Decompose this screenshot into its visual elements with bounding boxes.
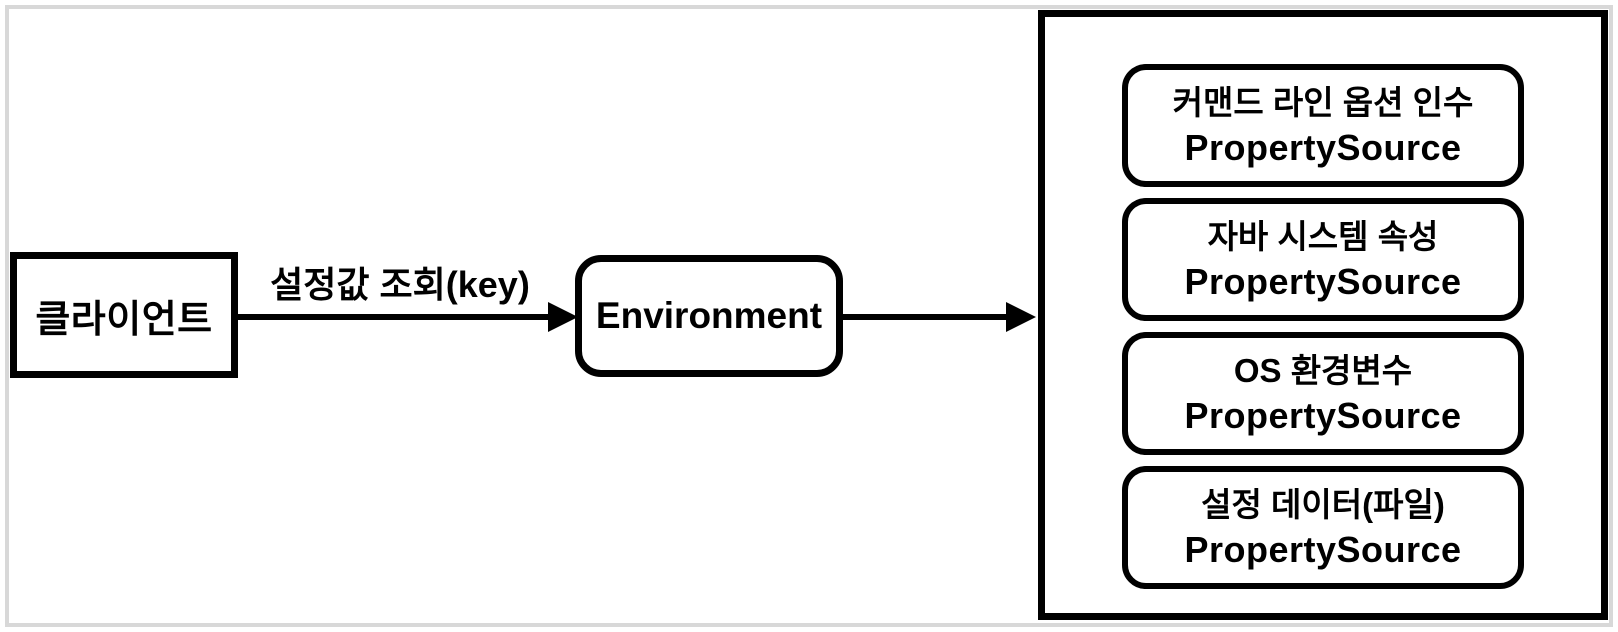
arrow-environment-to-sources-shaft [843,314,1008,320]
property-source-type: PropertySource [1184,261,1462,303]
property-source-command-line: 커맨드 라인 옵션 인수 PropertySource [1122,64,1524,187]
property-source-os-env: OS 환경변수 PropertySource [1122,332,1524,455]
property-source-title: OS 환경변수 [1233,351,1413,389]
property-source-type: PropertySource [1184,395,1462,437]
property-source-java-system: 자바 시스템 속성 PropertySource [1122,198,1524,321]
environment-node-label: Environment [595,295,823,336]
arrow-client-to-environment-head-icon [548,302,578,332]
client-node: 클라이언트 [10,252,238,378]
property-source-type: PropertySource [1184,127,1462,169]
property-source-title: 커맨드 라인 옵션 인수 [1172,83,1474,121]
property-source-config-data: 설정 데이터(파일) PropertySource [1122,466,1524,589]
environment-node: Environment [575,255,843,377]
property-source-title: 설정 데이터(파일) [1201,485,1445,523]
arrow-environment-to-sources-head-icon [1006,302,1036,332]
query-arrow-label: 설정값 조회(key) [270,264,530,305]
property-source-type: PropertySource [1184,529,1462,571]
property-source-title: 자바 시스템 속성 [1207,217,1439,255]
arrow-client-to-environment-shaft [238,314,550,320]
client-node-label: 클라이언트 [35,298,213,341]
property-sources-container: 커맨드 라인 옵션 인수 PropertySource 자바 시스템 속성 Pr… [1038,10,1608,620]
